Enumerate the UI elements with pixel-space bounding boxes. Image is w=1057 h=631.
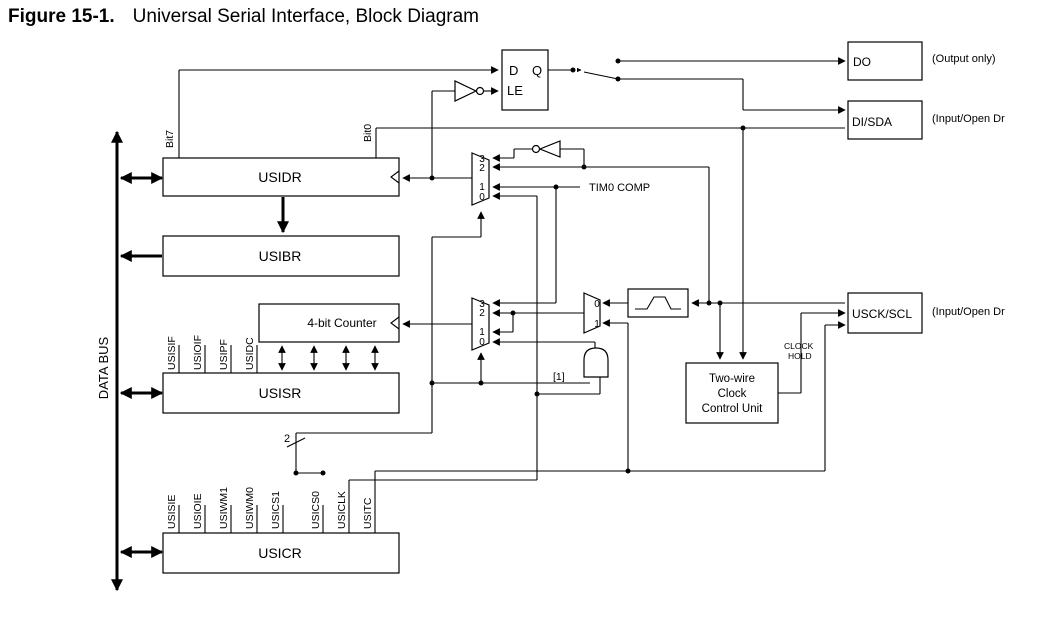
usisr-bit-usioif: USIOIF: [192, 335, 204, 370]
small-mux: [583, 292, 601, 334]
lower-mux-2: 2: [479, 308, 485, 319]
disda-pin-block: [847, 100, 923, 140]
edge-detector-symbol: [635, 296, 681, 310]
latch-q: Q: [532, 63, 542, 78]
usicr-bit-usitc: USITC: [362, 497, 374, 529]
bit0-label: Bit0: [362, 124, 374, 142]
tim0-comp-label: TIM0 COMP: [589, 182, 650, 194]
counter-label: 4-bit Counter: [307, 316, 376, 330]
figure-caption: Universal Serial Interface, Block Diagra…: [132, 6, 480, 27]
bit7-label: Bit7: [164, 130, 176, 148]
lower-mux-3: 3: [479, 299, 485, 310]
usibr-label: USIBR: [259, 248, 302, 264]
usicr-bit-usics1: USICS1: [270, 491, 282, 529]
latch-le: LE: [507, 83, 523, 98]
usicr-bit-usiwm0: USIWM0: [244, 487, 256, 529]
lower-mux: [471, 297, 490, 351]
lower-mux-1: 1: [479, 327, 485, 338]
clock-hold-line2: HOLD: [788, 351, 812, 361]
note-1-label: [1]: [553, 371, 565, 383]
usisr-bit-usipf: USIPF: [218, 339, 230, 370]
and-gate: [583, 347, 609, 378]
upper-mux-0: 0: [479, 192, 485, 203]
counter-clock-symbol: [390, 316, 400, 330]
disda-note: (Input/Open Dr: [932, 113, 1005, 125]
usicr-bit-usisie: USISIE: [166, 495, 178, 529]
upper-mux-3: 3: [479, 154, 485, 165]
usicr-label: USICR: [258, 545, 302, 561]
usicr-bit-usiwm1: USIWM1: [218, 487, 230, 529]
figure-number: Figure 15-1.: [8, 6, 115, 27]
usidr-register: [162, 157, 400, 197]
data-bus-label: DATA BUS: [96, 336, 111, 399]
clock-hold-line1: CLOCK: [784, 341, 814, 351]
upper-mux: [471, 152, 490, 206]
figure-title: Figure 15-1. Universal Serial Interface, …: [8, 6, 479, 28]
do-pin-block: [847, 41, 923, 81]
small-mux-0: 0: [594, 299, 600, 310]
usidr-clock-symbol: [390, 170, 400, 184]
do-note: (Output only): [932, 53, 996, 65]
latch-d: D: [509, 63, 518, 78]
usisr-bit-usidc: USIDC: [244, 337, 256, 370]
do-label: DO: [853, 55, 871, 69]
two-wire-line1: Two-wire: [709, 373, 755, 385]
usicr-bit-usioie: USIOIE: [192, 493, 204, 529]
latch-block: [501, 49, 549, 111]
usisr-label: USISR: [259, 385, 302, 401]
usck-label: USCK/SCL: [852, 307, 912, 321]
edge-inverter: [538, 140, 561, 158]
small-mux-1: 1: [594, 319, 600, 330]
usicr-bit-usiclk: USICLK: [336, 491, 348, 529]
latch-inverter: [454, 80, 478, 102]
four-bit-counter: [258, 303, 400, 343]
usicr-register: [162, 532, 400, 574]
usck-note: (Input/Open Dr: [932, 306, 1005, 318]
upper-mux-2: 2: [479, 163, 485, 174]
two-wire-line2: Clock: [718, 388, 747, 400]
upper-mux-1: 1: [479, 182, 485, 193]
usidr-label: USIDR: [258, 169, 302, 185]
bus-width-label: 2: [284, 433, 290, 445]
usisr-bit-usisif: USISIF: [166, 336, 178, 370]
disda-label: DI/SDA: [852, 115, 892, 129]
usisr-register: [162, 372, 400, 414]
usck-pin-block: [847, 292, 923, 334]
lower-mux-0: 0: [479, 337, 485, 348]
edge-detector: [627, 288, 689, 318]
usibr-register: [162, 235, 400, 277]
usicr-bit-usics0: USICS0: [310, 491, 322, 529]
two-wire-line3: Control Unit: [702, 403, 764, 415]
